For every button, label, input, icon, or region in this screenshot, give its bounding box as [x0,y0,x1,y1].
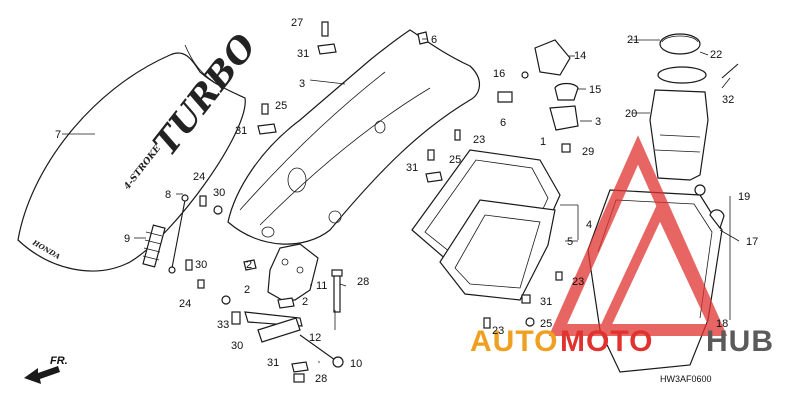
front-panel [227,29,480,245]
callout-31: 31 [297,48,309,60]
callout-23: 23 [572,276,584,288]
callout-24: 24 [193,171,205,183]
callout-30: 30 [195,259,207,271]
callout-3: 3 [299,78,305,90]
callout-10: 10 [350,358,362,370]
callout-2: 2 [244,284,250,296]
callout-19: 19 [738,191,750,203]
callout-4: 4 [586,219,592,231]
front-direction-arrow: FR. [24,355,68,384]
callout-18: 18 [716,318,728,330]
callout-8: 8 [165,189,171,201]
callout-3: 3 [595,116,601,128]
callout-21: 21 [627,34,639,46]
callout-25: 25 [275,100,287,112]
fasteners [185,21,739,383]
hood-cover: TURBO 4-STROKE HONDA [17,27,265,272]
lock-assembly [521,39,579,131]
callout-6: 6 [431,34,437,46]
callout-17: 17 [746,236,758,248]
callout-23: 23 [473,134,485,146]
watermark-auto: AUTO [470,325,558,358]
callout-6: 6 [500,117,506,129]
callout-28: 28 [357,276,369,288]
callout-30: 30 [231,340,243,352]
callout-1: 1 [540,136,546,148]
bracket-assembly [244,243,319,327]
watermark-text: AUTO MOTO HUB [470,325,774,358]
diagram-code: HW3AF0600 [660,374,712,384]
callout-29: 29 [582,146,594,158]
callout-28: 28 [315,373,327,385]
watermark-moto: MOTO [560,325,653,358]
callout-25: 25 [540,318,552,330]
leader-lines [62,38,740,363]
callout-20: 20 [625,108,637,120]
front-marker-label: FR. [50,355,68,367]
callout-2: 2 [246,259,252,271]
callout-23: 23 [492,325,504,337]
callout-7: 7 [55,129,61,141]
callout-14: 14 [574,50,586,62]
callout-32: 32 [722,94,734,106]
callout-9: 9 [124,233,130,245]
callout-22: 22 [710,49,722,61]
callout-27: 27 [291,17,303,29]
callout-2: 2 [302,296,308,308]
callout-31: 31 [406,162,418,174]
callout-11: 11 [316,280,327,292]
callout-31: 31 [267,357,279,369]
callout-31: 31 [540,296,552,308]
callout-16: 16 [493,68,505,80]
watermark-hub: HUB [706,325,774,358]
callout-25: 25 [449,154,461,166]
callout-24: 24 [179,298,191,310]
callout-12: 12 [309,332,321,344]
callout-33: 33 [217,319,229,331]
callout-30: 30 [213,187,225,199]
callout-15: 15 [589,84,601,96]
gas-strut [168,194,189,274]
arrow-icon [24,366,60,384]
callout-numbers: 27 31 3 6 7 25 31 24 30 8 9 30 24 2 2 2 … [55,17,758,385]
callout-5: 5 [567,236,573,248]
watermark-logo [548,135,728,336]
storage-tray [411,149,579,301]
callout-31: 31 [235,125,247,137]
damper [142,224,166,268]
